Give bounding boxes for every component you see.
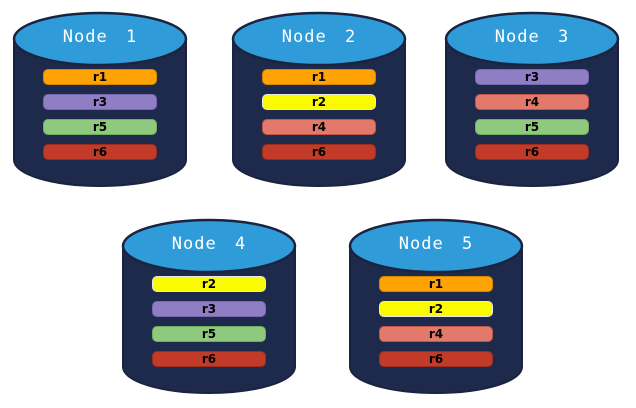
replica-label: r3 — [524, 70, 540, 84]
replica-bar-r5: r5 — [43, 119, 157, 135]
replica-label: r3 — [92, 95, 108, 109]
replica-bar-r2: r2 — [262, 94, 376, 110]
replica-bar-r2: r2 — [152, 276, 266, 292]
replica-list: r1 r2 r4 r6 — [379, 276, 493, 367]
replica-list: r2 r3 r5 r6 — [152, 276, 266, 367]
node-title: Node 5 — [398, 234, 474, 254]
replica-bar-r6: r6 — [43, 144, 157, 160]
replica-bar-r3: r3 — [43, 94, 157, 110]
replica-bar-r4: r4 — [379, 326, 493, 342]
replica-bar-r1: r1 — [43, 69, 157, 85]
replica-label: r2 — [311, 95, 327, 109]
node-title: Node 3 — [494, 27, 570, 47]
replica-bar-r1: r1 — [379, 276, 493, 292]
replica-bar-r6: r6 — [262, 144, 376, 160]
replica-label: r6 — [201, 352, 217, 366]
replica-label: r2 — [201, 277, 217, 291]
replica-label: r4 — [524, 95, 540, 109]
replica-bar-r6: r6 — [475, 144, 589, 160]
replica-bar-r2: r2 — [379, 301, 493, 317]
replica-label: r6 — [92, 145, 108, 159]
replica-bar-r4: r4 — [262, 119, 376, 135]
replica-label: r1 — [428, 277, 444, 291]
replica-label: r3 — [201, 302, 217, 316]
node-1: Node 1 r1 r3 r5 r6 — [12, 10, 188, 190]
node-title: Node 4 — [171, 234, 247, 254]
replica-bar-r3: r3 — [475, 69, 589, 85]
replica-bar-r6: r6 — [379, 351, 493, 367]
replica-bar-r3: r3 — [152, 301, 266, 317]
replica-label: r5 — [92, 120, 108, 134]
replica-label: r5 — [201, 327, 217, 341]
replica-list: r3 r4 r5 r6 — [475, 69, 589, 160]
node-2: Node 2 r1 r2 r4 r6 — [231, 10, 407, 190]
replica-list: r1 r2 r4 r6 — [262, 69, 376, 160]
replica-bar-r5: r5 — [475, 119, 589, 135]
replica-bar-r4: r4 — [475, 94, 589, 110]
replica-label: r6 — [428, 352, 444, 366]
replica-bar-r6: r6 — [152, 351, 266, 367]
replica-label: r6 — [311, 145, 327, 159]
replica-label: r4 — [428, 327, 444, 341]
node-title: Node 1 — [62, 27, 138, 47]
replica-label: r2 — [428, 302, 444, 316]
replica-label: r6 — [524, 145, 540, 159]
replica-label: r1 — [92, 70, 108, 84]
node-4: Node 4 r2 r3 r5 r6 — [121, 217, 297, 397]
replica-label: r5 — [524, 120, 540, 134]
node-5: Node 5 r1 r2 r4 r6 — [348, 217, 524, 397]
replica-bar-r5: r5 — [152, 326, 266, 342]
replica-label: r1 — [311, 70, 327, 84]
node-3: Node 3 r3 r4 r5 r6 — [444, 10, 620, 190]
node-title: Node 2 — [281, 27, 357, 47]
replica-bar-r1: r1 — [262, 69, 376, 85]
replica-list: r1 r3 r5 r6 — [43, 69, 157, 160]
replica-label: r4 — [311, 120, 327, 134]
